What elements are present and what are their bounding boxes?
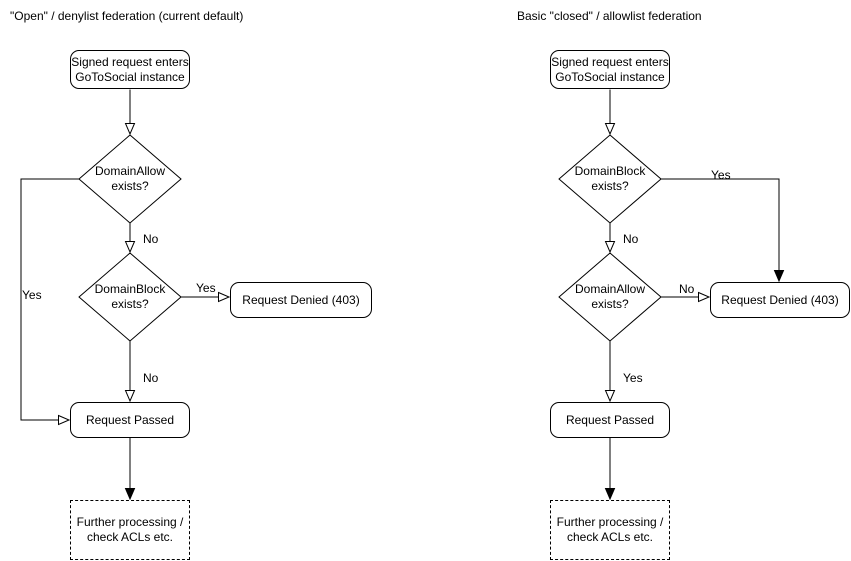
diagram-title-left: "Open" / denylist federation (current de… <box>10 9 244 23</box>
right-denied-node: Request Denied (403) <box>710 282 850 318</box>
right-decision1-yes-label: Yes <box>711 168 731 182</box>
left-further-node: Further processing / check ACLs etc. <box>70 500 190 560</box>
left-decision2-no-label: No <box>143 371 159 385</box>
right-decision1-no-label: No <box>623 232 639 246</box>
right-decision2-label: DomainAllow exists? <box>574 282 646 311</box>
right-diagram-wires <box>558 89 785 501</box>
left-decision1-label: DomainAllow exists? <box>94 164 166 193</box>
right-passed-node: Request Passed <box>550 402 670 438</box>
left-decision1-yes-label: Yes <box>22 288 42 302</box>
left-decision2-label: DomainBlock exists? <box>94 282 166 311</box>
left-diagram-wires <box>20 89 231 501</box>
right-decision1-label: DomainBlock exists? <box>574 164 646 193</box>
left-edge-decision1-yes-to-passed <box>20 178 79 426</box>
left-decision1-no-label: No <box>143 232 159 246</box>
left-decision2-yes-label: Yes <box>196 281 216 295</box>
right-further-node: Further processing / check ACLs etc. <box>550 500 670 560</box>
right-decision2-yes-label: Yes <box>623 371 643 385</box>
right-edge-decision1-yes-to-denied <box>661 178 785 283</box>
left-denied-node: Request Denied (403) <box>230 282 372 318</box>
right-decision2-no-label: No <box>679 282 695 296</box>
diagram-title-right: Basic "closed" / allowlist federation <box>517 9 702 23</box>
left-passed-node: Request Passed <box>70 402 190 438</box>
left-start-node: Signed request enters GoToSocial instanc… <box>70 50 190 89</box>
right-start-node: Signed request enters GoToSocial instanc… <box>550 50 670 89</box>
